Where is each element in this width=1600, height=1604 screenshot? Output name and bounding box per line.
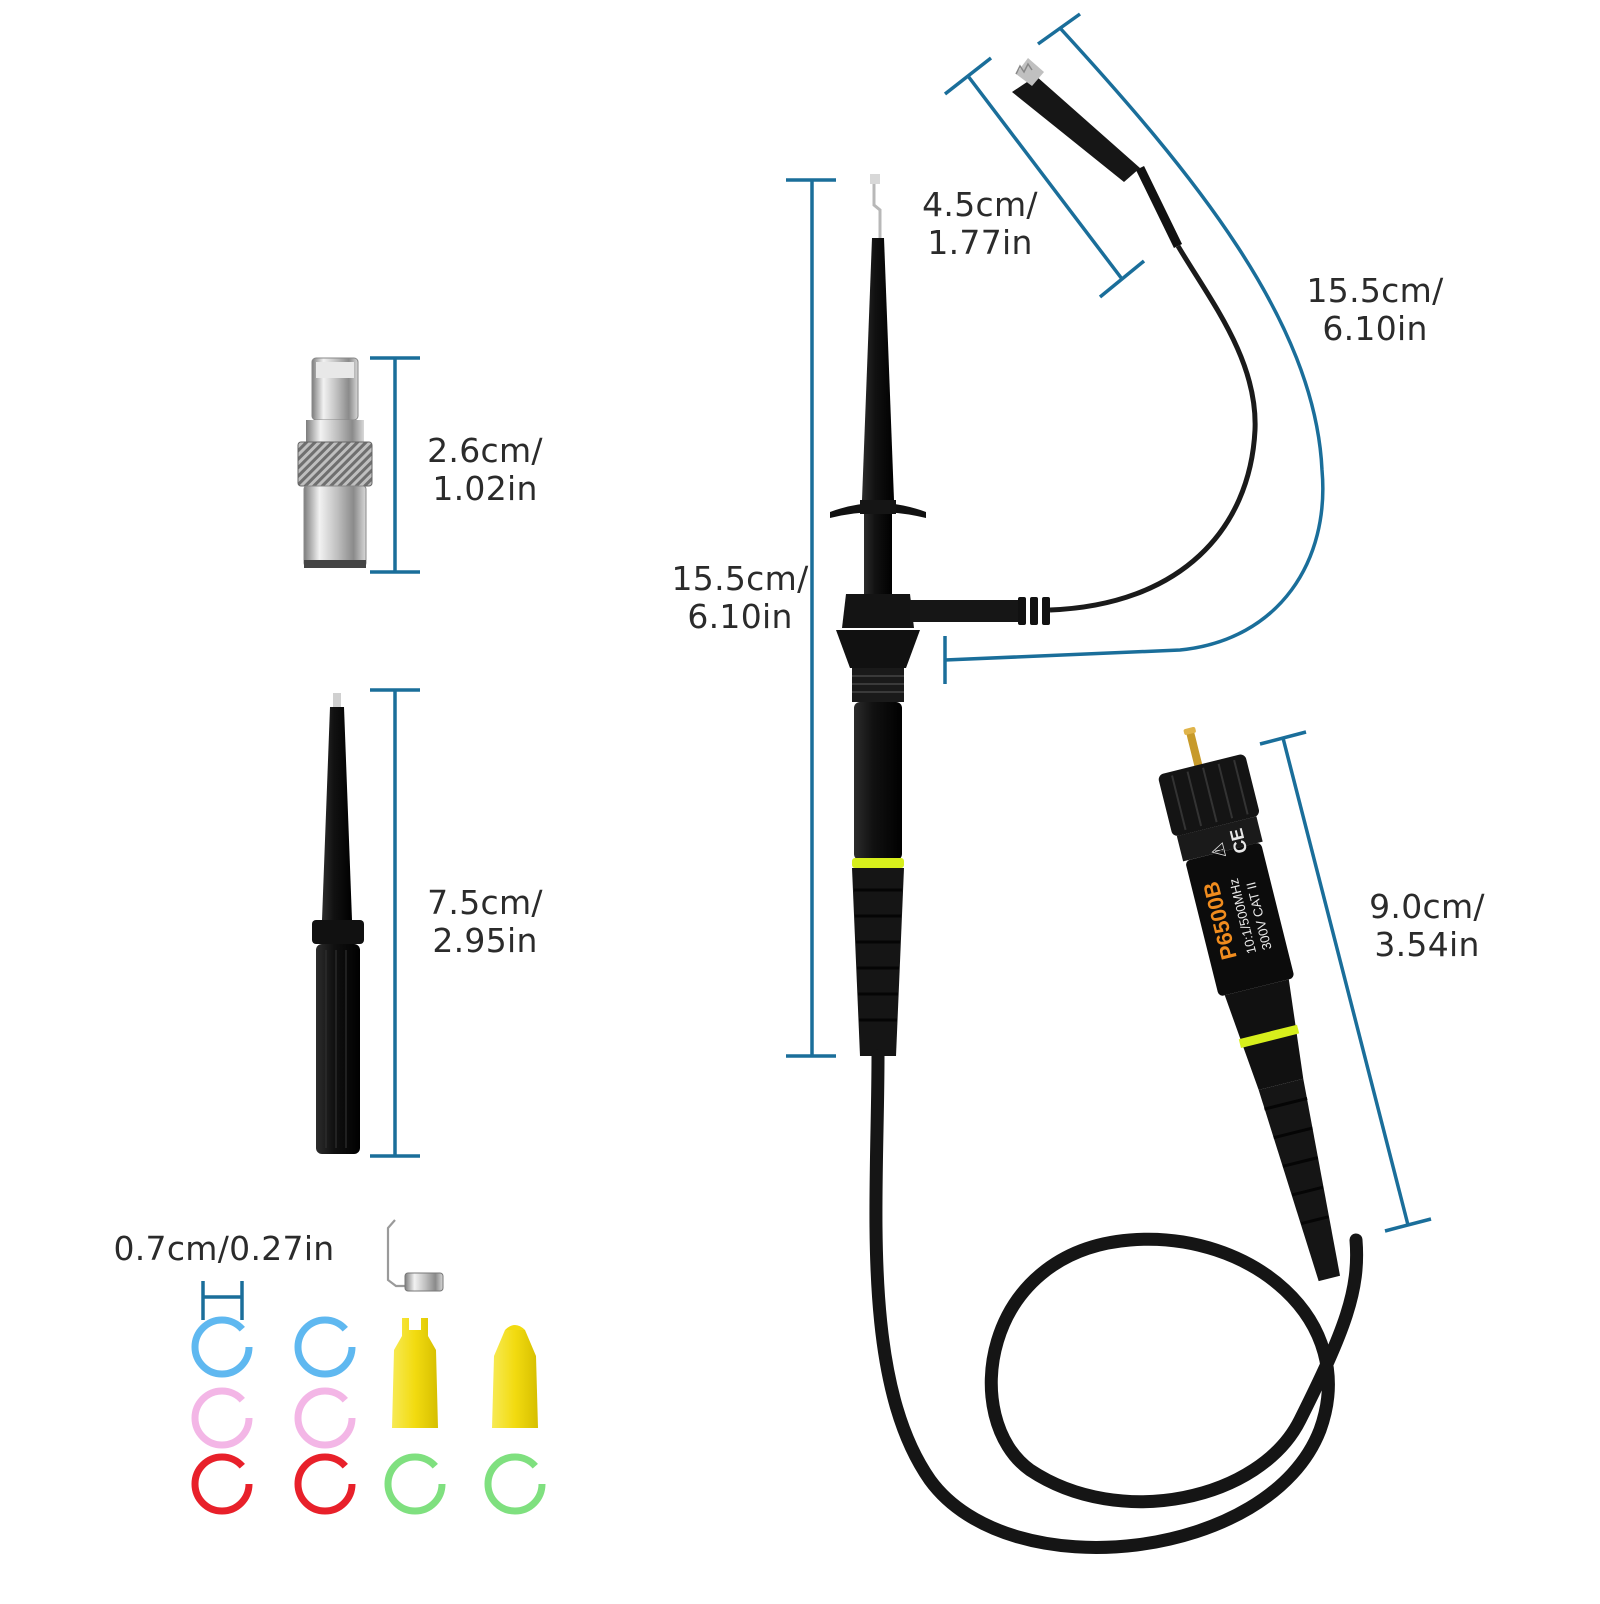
probe-cable bbox=[869, 1049, 1364, 1554]
bnc-adapter-dimension-line bbox=[370, 356, 420, 574]
dimension-lines bbox=[201, 12, 1432, 1320]
oscilloscope-probe-icon bbox=[830, 174, 1050, 1056]
ring-width-label: 0.7cm/0.27in bbox=[113, 1229, 335, 1268]
connector-dimension-line bbox=[1259, 730, 1432, 1233]
tip-dimension-line bbox=[370, 688, 420, 1158]
ground-lead-dimension-line bbox=[943, 12, 1325, 684]
alligator-clip-icon bbox=[1012, 58, 1258, 613]
insulating-cap-icon bbox=[392, 1318, 538, 1428]
spring-hook-icon bbox=[386, 1219, 444, 1292]
ground-lead-length-label: 15.5cm/ 6.10in bbox=[1306, 271, 1444, 348]
bnc-adapter-icon bbox=[297, 357, 373, 568]
bnc-adapter-length-label: 2.6cm/ 1.02in bbox=[427, 431, 543, 508]
tip-length-label: 7.5cm/ 2.95in bbox=[427, 883, 543, 960]
ground-clip-length-label: 4.5cm/ 1.77in bbox=[922, 185, 1038, 262]
ground-clip-dimension-line bbox=[943, 56, 1146, 299]
probe-length-label: 15.5cm/ 6.10in bbox=[671, 559, 809, 636]
probe-tip-icon bbox=[312, 693, 364, 1154]
warning-icon: ⚠ bbox=[1207, 840, 1230, 860]
color-ring-icon bbox=[191, 1316, 546, 1515]
bnc-connector-icon bbox=[1158, 726, 1341, 1282]
connector-length-label: 9.0cm/ 3.54in bbox=[1369, 887, 1485, 964]
ring-width-dimension-line bbox=[201, 1281, 244, 1320]
probe-length-dimension-line bbox=[786, 178, 836, 1058]
